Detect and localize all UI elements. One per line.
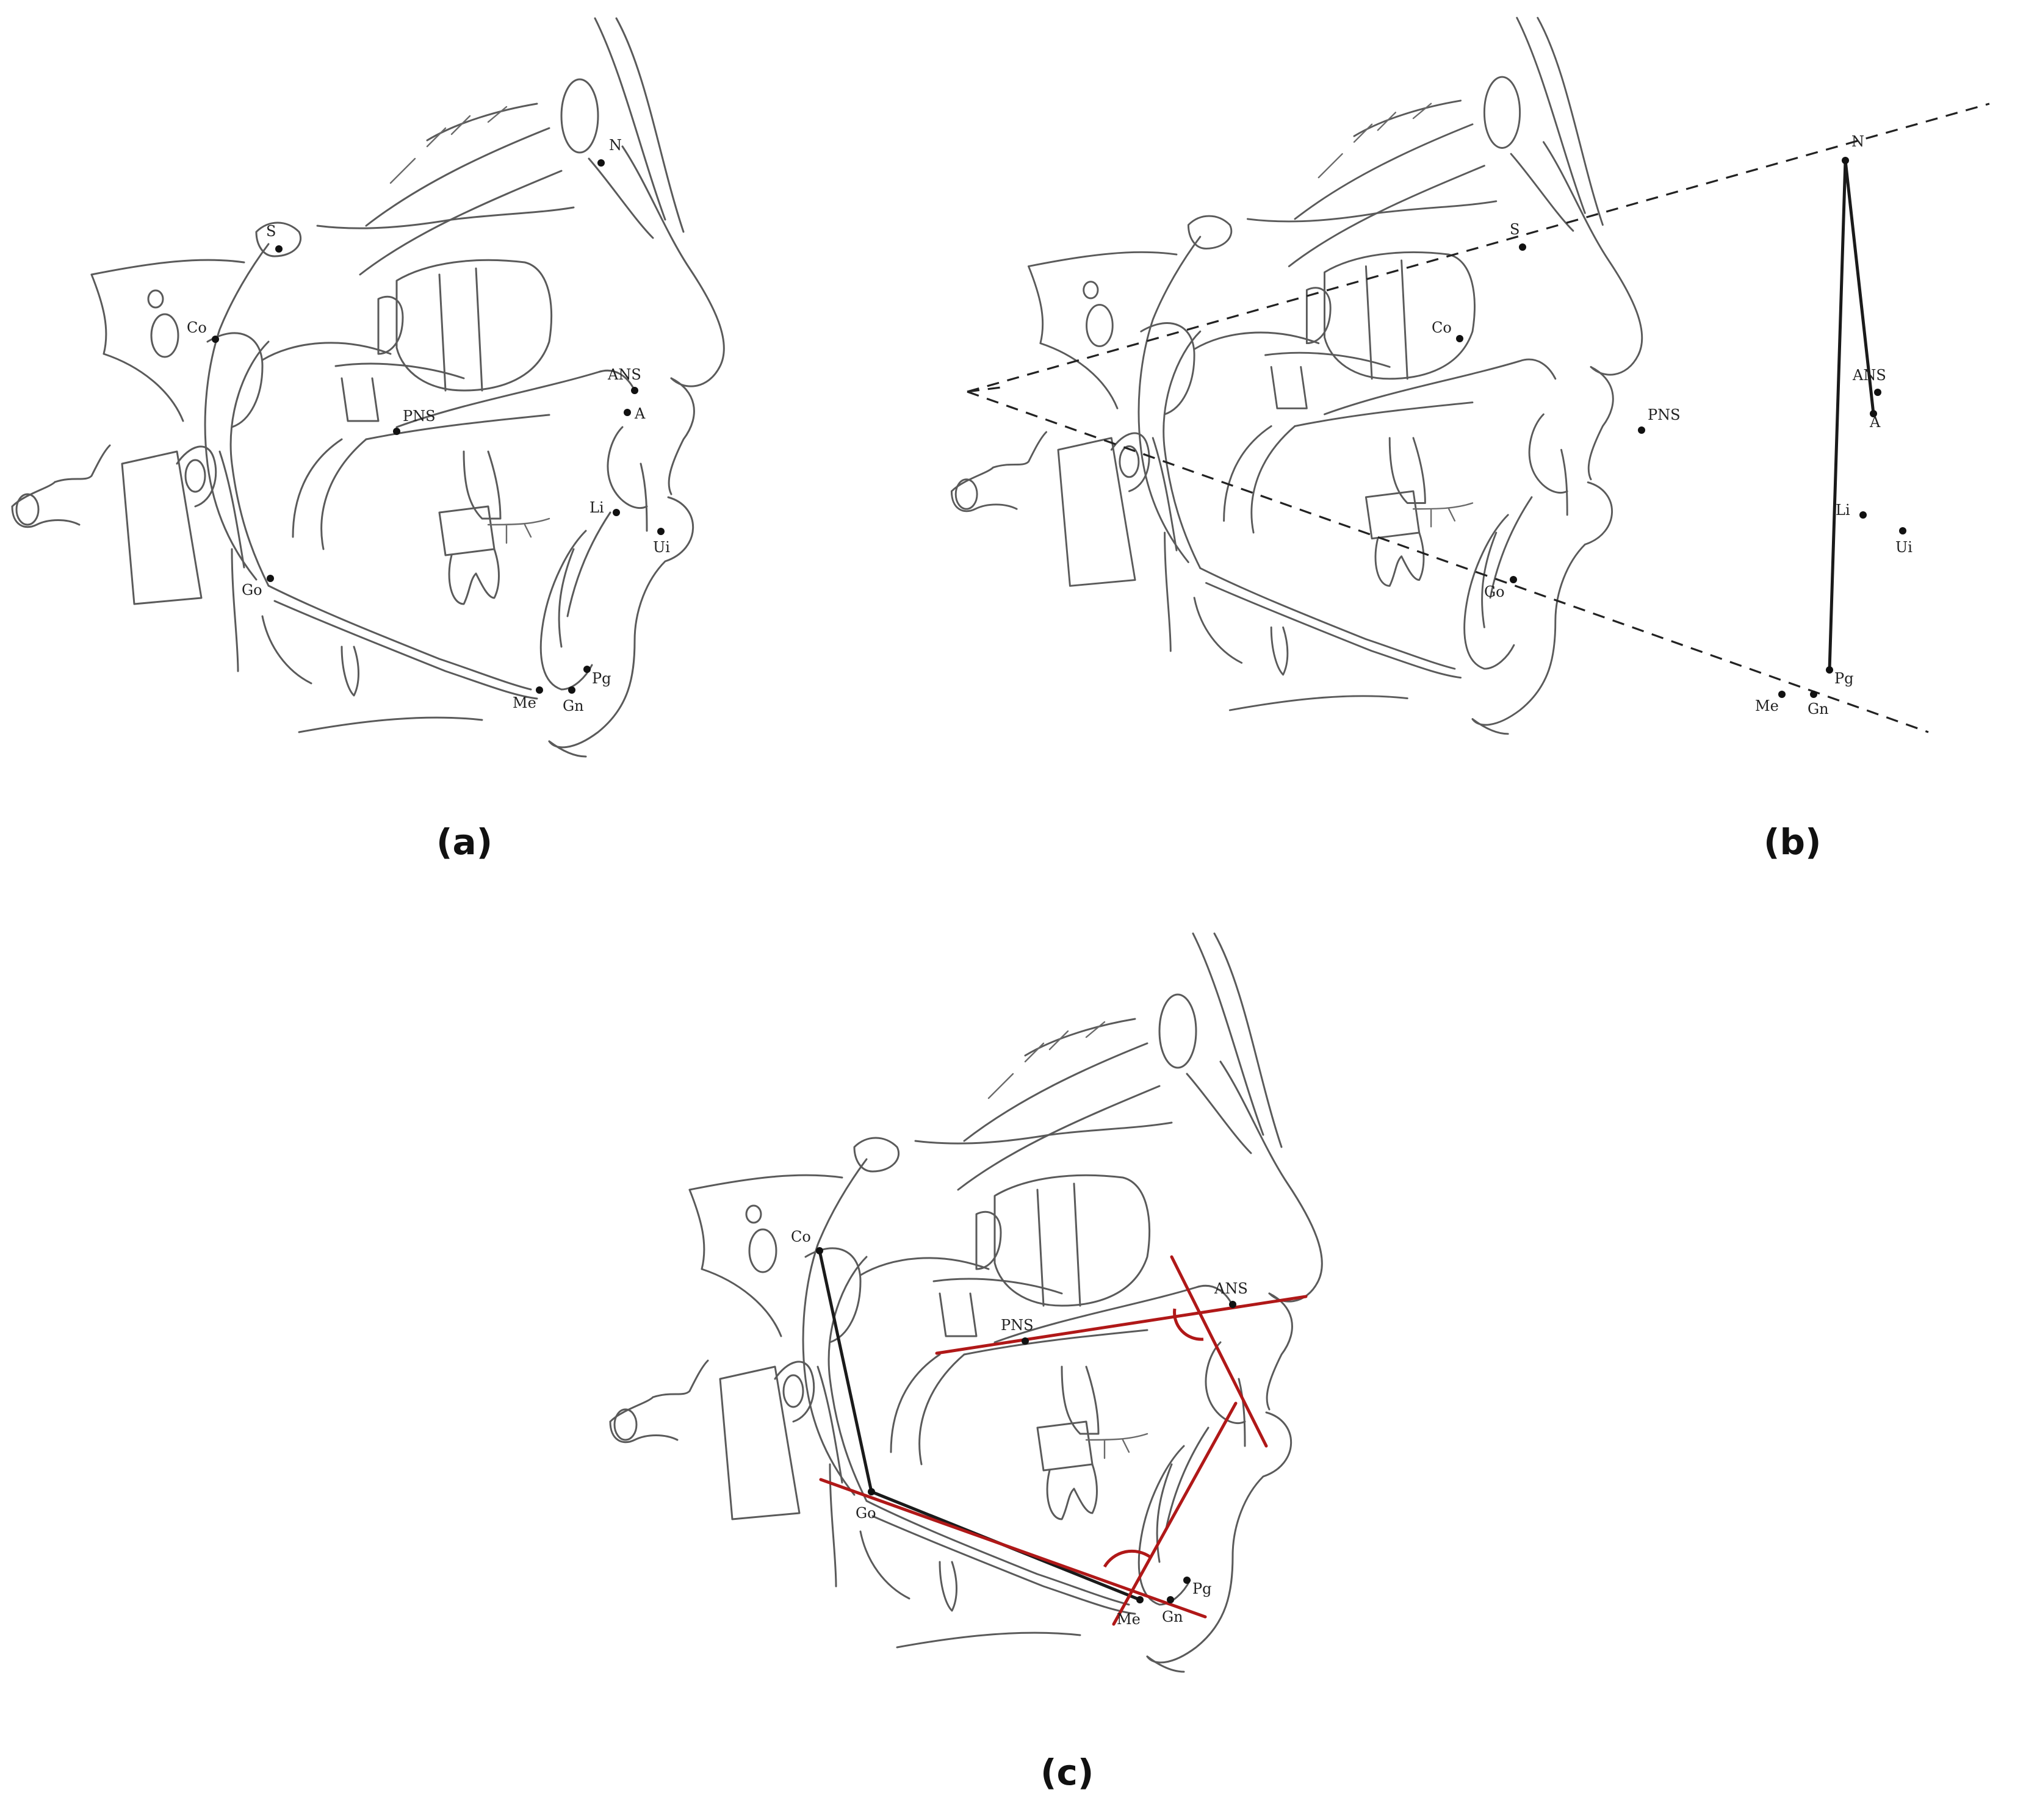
- landmark-co-dot-b: [1456, 335, 1463, 342]
- landmark-me-dot-c: [1136, 1596, 1144, 1603]
- panel-b-tracing: [951, 18, 1642, 734]
- landmark-co-label: Co: [187, 319, 207, 336]
- landmark-ans-label-b: ANS: [1852, 367, 1886, 384]
- upper-incisor-angle-arc: [1173, 1308, 1204, 1341]
- n-a-line: [1844, 159, 1875, 415]
- landmark-n-dot-b: [1842, 157, 1849, 164]
- landmark-go-dot-c: [868, 1488, 875, 1495]
- co-go-line: [818, 1249, 873, 1494]
- landmark-go-dot: [267, 575, 274, 582]
- landmark-gn-label: Gn: [563, 697, 584, 714]
- upper-incisor-axis-line: [1170, 1255, 1268, 1448]
- landmark-a-label: A: [634, 405, 646, 422]
- landmark-li-dot-b: [1859, 511, 1867, 519]
- landmark-pg-dot: [583, 666, 591, 673]
- landmark-go-label-c: Go: [856, 1505, 876, 1522]
- landmark-go-label: Go: [242, 581, 262, 599]
- landmark-a-label-b: A: [1869, 414, 1881, 431]
- landmark-ui-dot-b: [1899, 527, 1906, 534]
- landmark-li-label-b: Li: [1836, 502, 1850, 519]
- landmark-n-label: N: [609, 137, 622, 154]
- panel-a: S N Co ANS A PNS Li Ui Go Me Gn Pg (a): [11, 17, 725, 863]
- landmark-pg-dot-c: [1183, 1577, 1191, 1584]
- landmark-co-label-b: Co: [1432, 319, 1452, 336]
- panel-c: Co ANS PNS Go Me Gn Pg (c): [609, 932, 1323, 1793]
- landmark-ans-dot-b: [1874, 389, 1881, 396]
- landmark-gn-label-b: Gn: [1808, 700, 1829, 718]
- panel-a-tracing: [11, 17, 725, 758]
- palatal-plane-line: [935, 1295, 1308, 1355]
- landmark-li-dot: [613, 509, 620, 516]
- landmark-pns-dot-b: [1638, 426, 1645, 434]
- landmark-ans-label: ANS: [607, 366, 641, 383]
- landmark-pns-dot: [393, 428, 400, 435]
- landmark-me-dot-b: [1778, 691, 1786, 698]
- landmark-gn-dot: [568, 686, 575, 694]
- landmark-gn-dot-b: [1810, 691, 1817, 698]
- landmark-me-label-b: Me: [1755, 697, 1779, 714]
- panel-c-tracing: [609, 932, 1323, 1673]
- landmark-pns-label: PNS: [403, 408, 436, 425]
- n-pg-line: [1828, 159, 1847, 672]
- panel-a-label: (a): [436, 821, 492, 863]
- landmark-ans-dot-c: [1229, 1301, 1236, 1308]
- landmark-pg-label-b: Pg: [1834, 670, 1854, 687]
- panel-b-label: (b): [1764, 821, 1822, 863]
- lower-incisor-axis-line: [1112, 1401, 1238, 1626]
- landmark-co-label-c: Co: [791, 1228, 811, 1245]
- landmark-pg-dot-b: [1826, 666, 1833, 674]
- mandibular-plane-line: [967, 390, 1929, 733]
- impa-angle-arc: [1103, 1549, 1152, 1568]
- panel-c-label: (c): [1040, 1752, 1094, 1793]
- landmark-ui-label-b: Ui: [1895, 539, 1912, 556]
- landmark-s-dot: [275, 245, 283, 253]
- landmark-pns-label-b: PNS: [1648, 406, 1681, 423]
- landmark-ans-dot: [631, 387, 638, 394]
- landmark-pg-label-c: Pg: [1192, 1580, 1212, 1597]
- landmark-me-dot: [536, 686, 543, 694]
- landmark-n-label-b: N: [1851, 133, 1864, 150]
- landmark-s-label-b: S: [1510, 221, 1520, 238]
- landmark-gn-dot-c: [1167, 1596, 1174, 1603]
- sn-line: [967, 103, 1990, 393]
- landmark-n-dot: [597, 159, 605, 167]
- landmark-a-dot-b: [1870, 410, 1877, 417]
- landmark-me-label: Me: [513, 694, 536, 711]
- landmark-go-label-b: Go: [1484, 583, 1505, 600]
- landmark-ui-dot: [657, 528, 665, 535]
- mandibular-plane-red-line: [819, 1478, 1207, 1619]
- landmark-a-dot: [624, 409, 631, 416]
- landmark-li-label: Li: [589, 499, 604, 516]
- landmark-pns-dot-c: [1022, 1337, 1029, 1345]
- landmark-me-label-c: Me: [1117, 1611, 1141, 1628]
- landmark-co-dot: [212, 336, 219, 343]
- landmark-gn-label-c: Gn: [1162, 1608, 1183, 1625]
- landmark-ans-label-c: ANS: [1214, 1280, 1248, 1297]
- landmark-go-dot-b: [1510, 576, 1517, 583]
- reference-line-stub: [967, 386, 1001, 393]
- landmark-pg-label: Pg: [592, 670, 611, 687]
- landmark-pns-label-c: PNS: [1001, 1317, 1034, 1334]
- landmark-s-dot-b: [1519, 243, 1526, 251]
- landmark-s-label: S: [266, 223, 276, 240]
- landmark-ui-label: Ui: [653, 539, 670, 556]
- panel-b: S N Co ANS A PNS Li Ui Go Me Gn Pg (b): [951, 18, 1990, 863]
- landmark-co-dot-c: [816, 1247, 823, 1254]
